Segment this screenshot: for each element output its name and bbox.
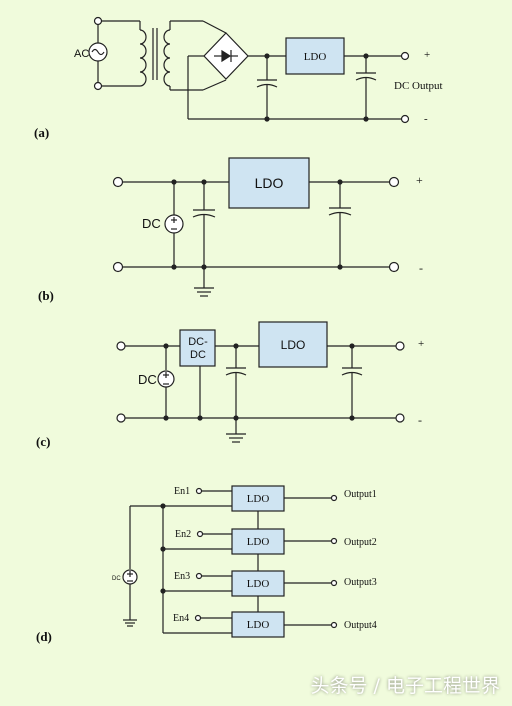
minus-label-c: - xyxy=(418,413,422,427)
output-terminal-3 xyxy=(330,579,338,587)
output-terminal-2 xyxy=(330,537,338,545)
ac-label: AC xyxy=(74,48,89,60)
ldo-label-d2: LDO xyxy=(247,536,270,548)
watermark: 头条号 / 电子工程世界 xyxy=(310,675,500,697)
dc-label-b: DC xyxy=(142,216,161,231)
input-terminal-plus-b xyxy=(112,176,124,188)
dcdc-label-line1: DC- xyxy=(188,336,208,348)
ldo-label-a: LDO xyxy=(304,51,327,63)
output-terminal-4 xyxy=(330,621,338,629)
output-terminal-minus-c xyxy=(395,413,405,423)
output-label-2: Output2 xyxy=(344,537,377,548)
panel-label-c: (c) xyxy=(36,434,50,449)
ldo-label-d4: LDO xyxy=(247,619,270,631)
input-terminal-minus-b xyxy=(112,261,124,273)
plus-label-a: + xyxy=(424,49,430,61)
ldo-label-c: LDO xyxy=(281,338,306,352)
minus-label-b: - xyxy=(419,261,423,275)
bridge-rectifier-icon xyxy=(203,32,249,80)
dcdc-block xyxy=(179,329,216,367)
enable-pin-3 xyxy=(195,572,203,580)
ldo-block-d2 xyxy=(231,528,285,555)
capacitor-icon xyxy=(328,182,352,267)
ac-source-icon xyxy=(88,42,108,62)
dcdc-label-line2: DC xyxy=(190,349,206,361)
enable-pin-4 xyxy=(194,614,202,622)
ac-terminal-bottom xyxy=(93,81,103,91)
capacitor-icon xyxy=(256,56,278,119)
enable-label-2: En2 xyxy=(175,529,191,540)
enable-pin-2 xyxy=(196,530,204,538)
output-terminal-plus-b xyxy=(388,176,400,188)
dc-output-label: DC Output xyxy=(394,80,443,92)
panel-b xyxy=(112,157,400,297)
enable-label-3: En3 xyxy=(174,571,190,582)
output-terminal-minus-b xyxy=(388,261,400,273)
ground-icon xyxy=(226,418,246,443)
panel-a xyxy=(88,16,410,124)
ground-icon xyxy=(194,267,214,297)
panel-label-a: (a) xyxy=(34,125,49,140)
dc-source-icon xyxy=(164,214,184,234)
ldo-block-b xyxy=(228,157,310,209)
capacitor-icon xyxy=(192,182,216,267)
dc-label-c: DC xyxy=(138,372,157,387)
ldo-block-c xyxy=(258,321,328,368)
ldo-block-d1 xyxy=(231,485,285,512)
output-label-4: Output4 xyxy=(344,620,377,631)
panel-label-d: (d) xyxy=(36,629,52,644)
panel-c xyxy=(116,321,405,443)
input-terminal-plus-c xyxy=(116,341,126,351)
ldo-label-d1: LDO xyxy=(247,493,270,505)
panel-d xyxy=(122,485,338,638)
ldo-label-b: LDO xyxy=(255,175,284,191)
capacitor-icon xyxy=(341,346,363,418)
output-label-1: Output1 xyxy=(344,489,377,500)
ldo-block-a xyxy=(285,37,345,75)
output-terminal-plus-a xyxy=(400,51,410,61)
capacitor-icon xyxy=(355,56,377,119)
dc-source-icon xyxy=(122,569,138,585)
dc-source-icon xyxy=(157,370,175,388)
output-label-3: Output3 xyxy=(344,577,377,588)
output-terminal-plus-c xyxy=(395,341,405,351)
transformer-icon xyxy=(139,21,171,87)
capacitor-icon xyxy=(225,346,247,418)
panel-label-b: (b) xyxy=(38,288,54,303)
ldo-block-d4 xyxy=(231,611,285,638)
plus-label-b: + xyxy=(416,173,423,187)
dc-label-d: DC xyxy=(112,576,121,582)
enable-label-4: En4 xyxy=(173,613,189,624)
ldo-label-d3: LDO xyxy=(247,578,270,590)
output-terminal-minus-a xyxy=(400,114,410,124)
ground-icon xyxy=(123,619,137,627)
minus-label-a: - xyxy=(424,113,428,125)
enable-label-1: En1 xyxy=(174,486,190,497)
enable-pin-1 xyxy=(195,487,203,495)
ac-terminal-top xyxy=(93,16,103,26)
plus-label-c: + xyxy=(418,338,424,350)
input-terminal-minus-c xyxy=(116,413,126,423)
output-terminal-1 xyxy=(330,494,338,502)
